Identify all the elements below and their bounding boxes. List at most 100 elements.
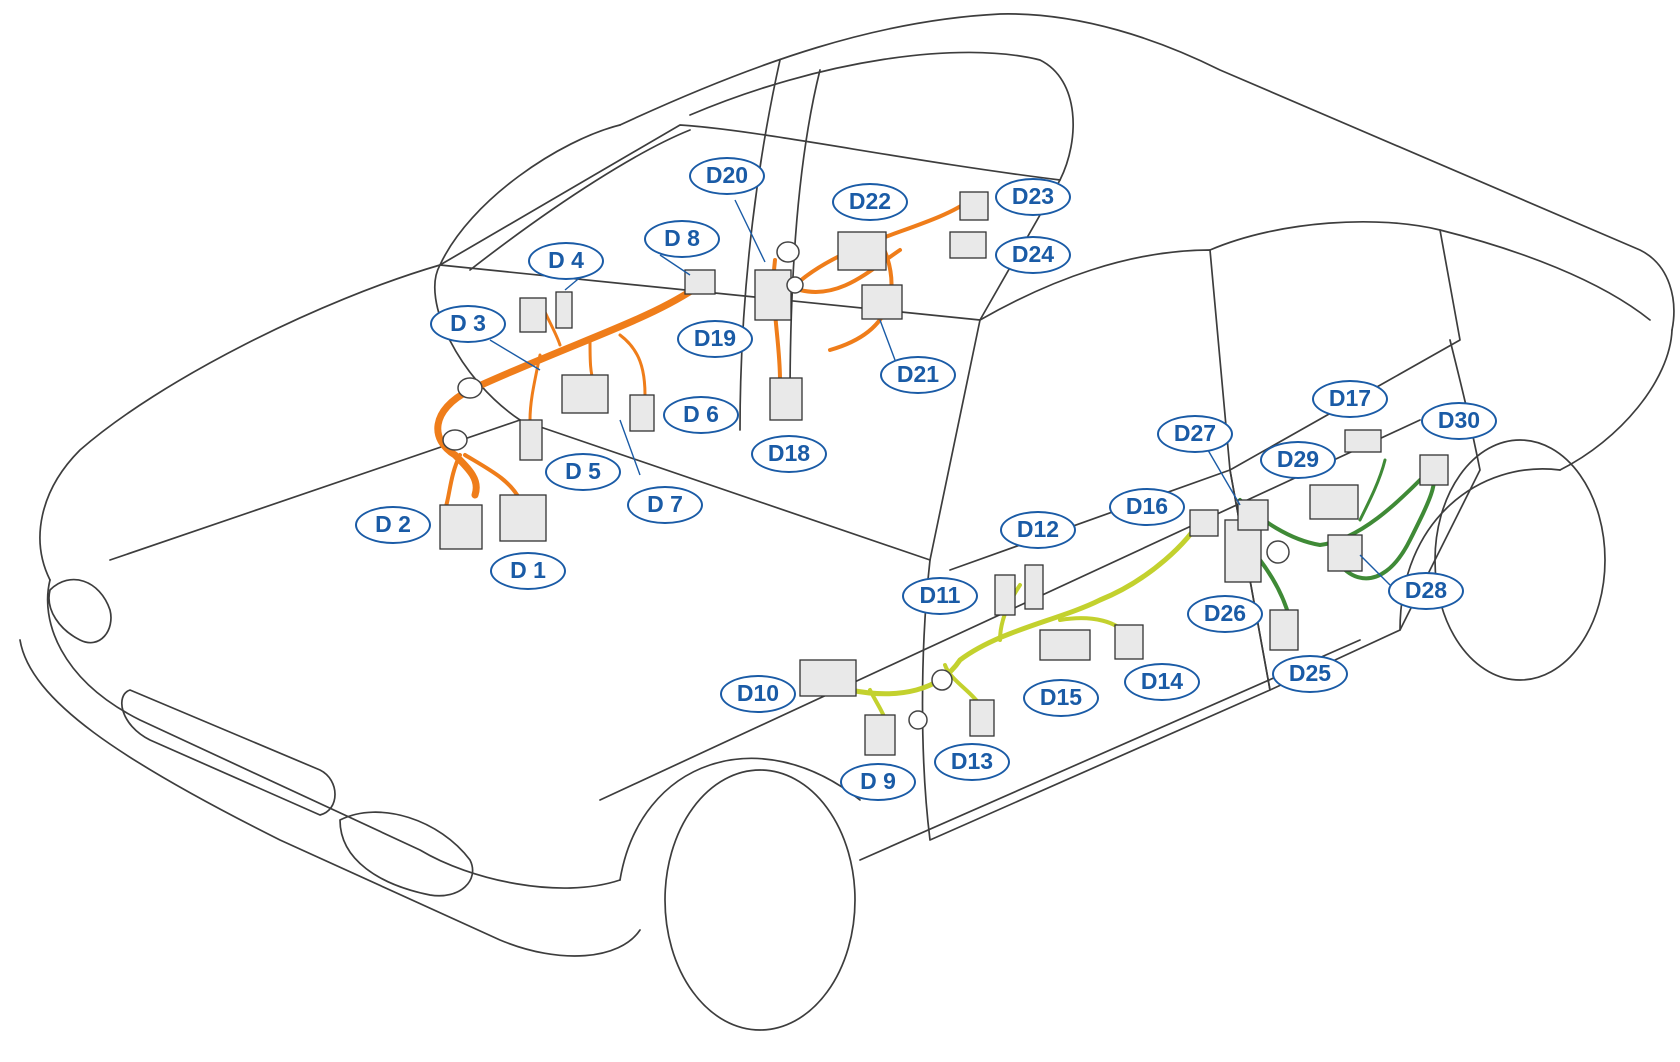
bumper-lower: [19, 639, 641, 957]
connector-d10: [799, 659, 857, 697]
leader-d8: [659, 254, 691, 276]
grille: [121, 689, 336, 816]
callout-d21: D21: [880, 356, 956, 394]
callout-d12: D12: [1000, 511, 1076, 549]
callout-d4: D 4: [528, 242, 604, 280]
callout-d7: D 7: [627, 486, 703, 524]
callout-d3: D 3: [430, 305, 506, 343]
headlight-right: [339, 811, 474, 897]
rear-door-harness-branch-d17: [1358, 458, 1387, 522]
connector-d24: [949, 231, 987, 259]
roof-inner-line: [689, 51, 1074, 181]
connector-d17: [1344, 429, 1382, 453]
grommets: [442, 241, 1290, 730]
windshield: [439, 124, 1061, 321]
connector-d5: [561, 374, 609, 414]
connector-d29: [1309, 484, 1359, 520]
callout-d23: D23: [995, 178, 1071, 216]
connector-d11: [994, 574, 1016, 616]
callout-d15: D15: [1023, 679, 1099, 717]
callout-d29: D29: [1260, 441, 1336, 479]
connector-d9: [864, 714, 896, 756]
callout-d19: D19: [677, 320, 753, 358]
callout-d26: D26: [1187, 595, 1263, 633]
leader-d20: [734, 199, 766, 263]
connector-d30: [1419, 454, 1449, 486]
callout-d14: D14: [1124, 663, 1200, 701]
connector-d27: [1237, 499, 1269, 531]
callout-d22: D22: [832, 183, 908, 221]
rear-wheel: [1434, 439, 1606, 681]
callout-d30: D30: [1421, 402, 1497, 440]
leader-d28: [1359, 554, 1391, 586]
grommet-firewall-lower: [442, 429, 468, 451]
roof-outline: [619, 13, 1675, 331]
connector-d6: [629, 394, 655, 432]
a-pillar-inner: [789, 69, 821, 401]
leader-d7: [619, 419, 641, 476]
callout-d20: D20: [689, 157, 765, 195]
hood-outline: [39, 264, 441, 581]
front-harness-branch-d2: [443, 453, 462, 512]
leader-d27: [1204, 444, 1241, 506]
callout-d10: D10: [720, 675, 796, 713]
connector-d3: [519, 419, 543, 461]
callout-d17: D17: [1312, 380, 1388, 418]
callout-d27: D27: [1157, 415, 1233, 453]
connector-d25: [1269, 609, 1299, 651]
connector-d8: [684, 269, 716, 295]
headlight-left: [48, 578, 112, 644]
front-harness-branch-d6: [618, 333, 647, 397]
connector-d1: [499, 494, 547, 542]
front-harness-branch-d3: [528, 353, 542, 422]
callout-d16: D16: [1109, 488, 1185, 526]
callout-d1: D 1: [490, 552, 566, 590]
callout-d25: D25: [1272, 655, 1348, 693]
a-pillar: [739, 59, 781, 431]
grommet-front-door-lower: [908, 710, 928, 730]
connectors: [439, 191, 1449, 756]
front-harness-main: [434, 281, 704, 499]
connector-d21: [861, 284, 903, 320]
callout-d24: D24: [995, 236, 1071, 274]
callout-d18: D18: [751, 435, 827, 473]
callout-d11: D11: [902, 577, 978, 615]
connector-d19: [754, 269, 792, 321]
connector-d22: [837, 231, 887, 271]
connector-d23: [959, 191, 989, 221]
grommet-a-pillar: [776, 241, 800, 263]
connector-d12: [1024, 564, 1044, 610]
roof-front-edge: [439, 124, 621, 266]
front-bumper: [46, 579, 621, 889]
grommet-front-door: [931, 669, 953, 691]
callout-d2: D 2: [355, 506, 431, 544]
connector-d16: [1189, 509, 1219, 537]
rear-door-window: [1209, 220, 1461, 471]
callout-d28: D28: [1388, 572, 1464, 610]
callout-d6: D 6: [663, 396, 739, 434]
dashboard-line: [434, 264, 981, 561]
c-pillar: [1439, 229, 1651, 321]
connector-d2: [439, 504, 483, 550]
front-wheel: [664, 769, 856, 1031]
connector-d18: [769, 377, 803, 421]
connector-d28: [1327, 534, 1363, 572]
connector-d13: [969, 699, 995, 737]
callout-d8: D 8: [644, 220, 720, 258]
grommet-firewall-upper: [457, 377, 483, 399]
front-harness-loop-d21: [788, 198, 972, 352]
callout-d9: D 9: [840, 763, 916, 801]
connector-d4b: [555, 291, 573, 329]
rear-quarter: [1559, 329, 1673, 471]
front-door-harness-main: [847, 517, 1203, 697]
car-body-outline: [19, 13, 1675, 1031]
connector-d4a: [519, 297, 547, 333]
front-wheel-arch: [619, 757, 861, 881]
windshield-inner: [469, 129, 691, 271]
grommet-rear-door: [1266, 540, 1290, 564]
leader-d21: [879, 319, 896, 361]
callout-d5: D 5: [545, 453, 621, 491]
leader-d3: [489, 339, 541, 371]
